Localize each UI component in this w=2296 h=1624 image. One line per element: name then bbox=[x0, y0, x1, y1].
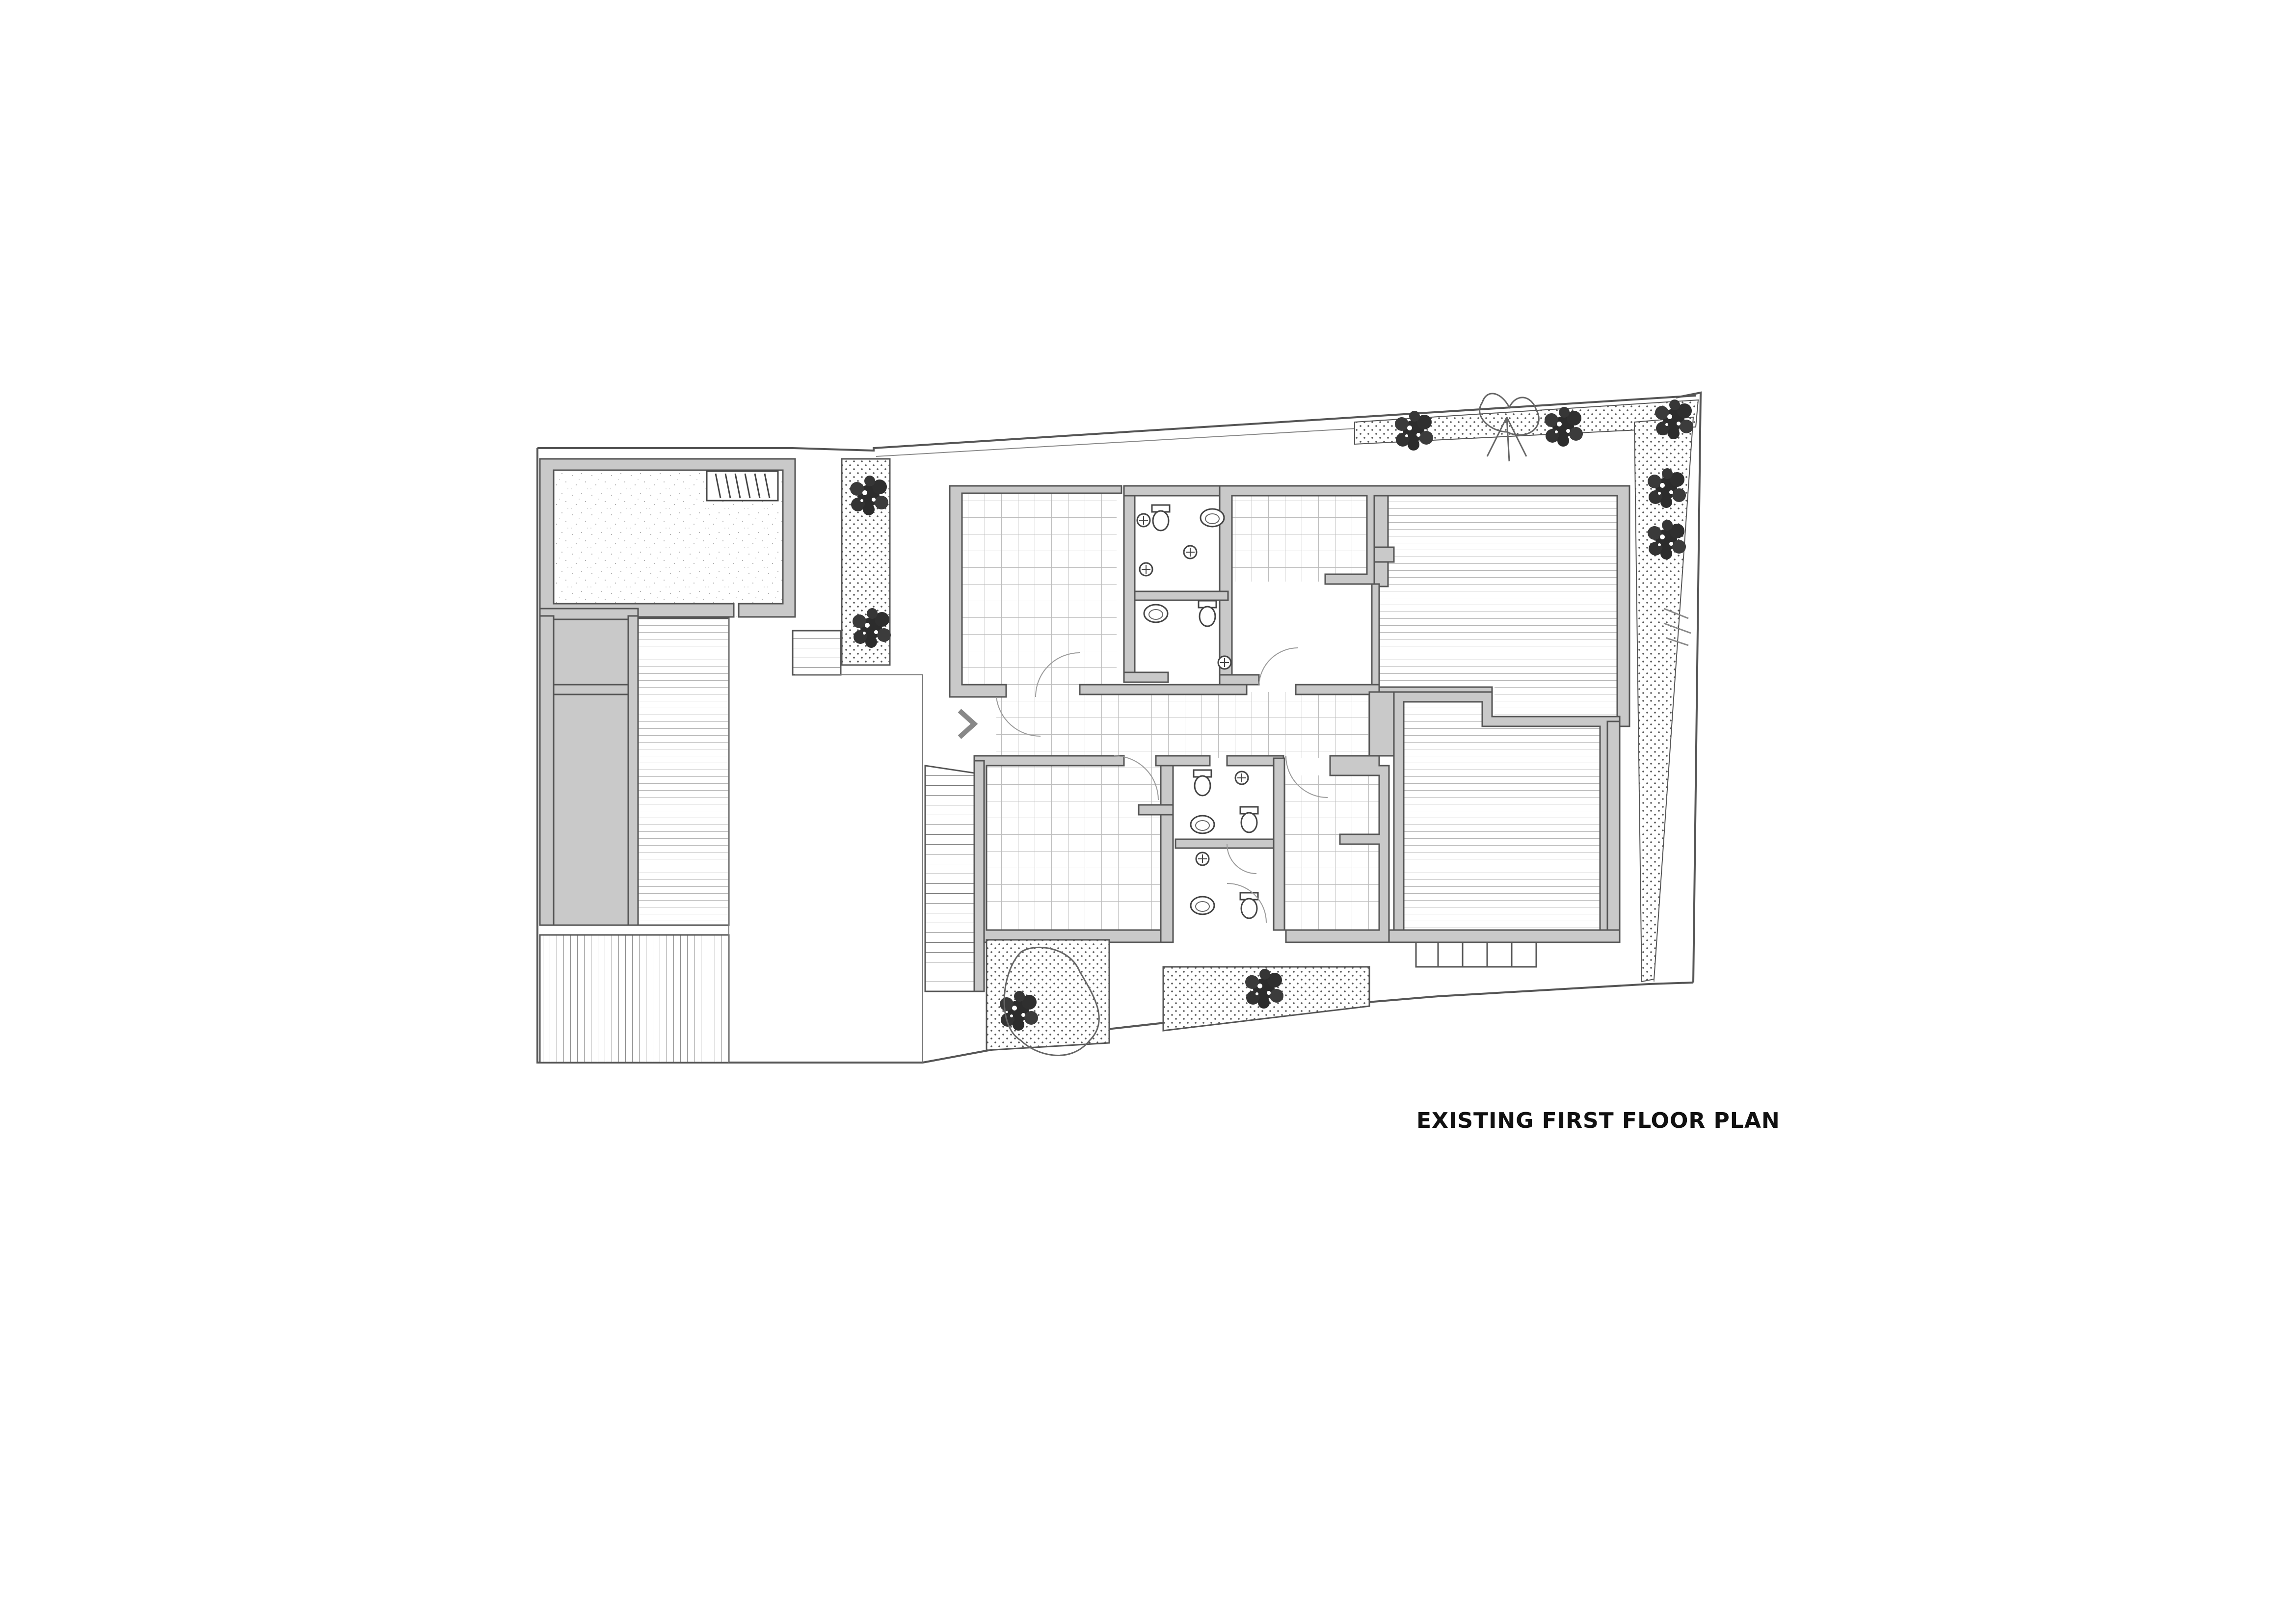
drawing-title: EXISTING FIRST FLOOR PLAN bbox=[1416, 1108, 1780, 1133]
shrub-icon bbox=[1479, 393, 1540, 462]
washbasin-icon bbox=[1200, 508, 1225, 528]
external-stair bbox=[924, 760, 985, 992]
shrub-icon bbox=[1003, 946, 1100, 1056]
toilet-icon bbox=[1239, 892, 1259, 919]
steps-top bbox=[792, 630, 842, 676]
deck-strip bbox=[637, 617, 730, 926]
washbasin-icon bbox=[1190, 896, 1215, 915]
toilet-icon bbox=[1151, 504, 1171, 532]
shrub-icon bbox=[1663, 608, 1691, 646]
left-annex bbox=[539, 458, 796, 926]
toilet-icon bbox=[1193, 769, 1212, 797]
shower-icon bbox=[1183, 545, 1198, 559]
shower-icon bbox=[1139, 562, 1153, 577]
washbasin-icon bbox=[1190, 815, 1215, 834]
shower-icon bbox=[1234, 771, 1249, 785]
lower-deck bbox=[539, 934, 730, 1064]
washbasin-icon bbox=[1143, 604, 1169, 623]
shower-icon bbox=[1195, 852, 1210, 866]
entrance-arrow-icon bbox=[958, 709, 978, 739]
toilet-icon bbox=[1198, 600, 1217, 627]
shower-icon bbox=[1217, 655, 1232, 670]
toilet-icon bbox=[1239, 806, 1259, 833]
balcony bbox=[1415, 941, 1537, 968]
door-swings bbox=[996, 647, 1328, 923]
main-dwelling bbox=[949, 485, 1630, 943]
passage-lines bbox=[728, 618, 923, 1063]
shower-icon bbox=[1136, 513, 1151, 528]
planting bbox=[1000, 393, 1693, 1056]
